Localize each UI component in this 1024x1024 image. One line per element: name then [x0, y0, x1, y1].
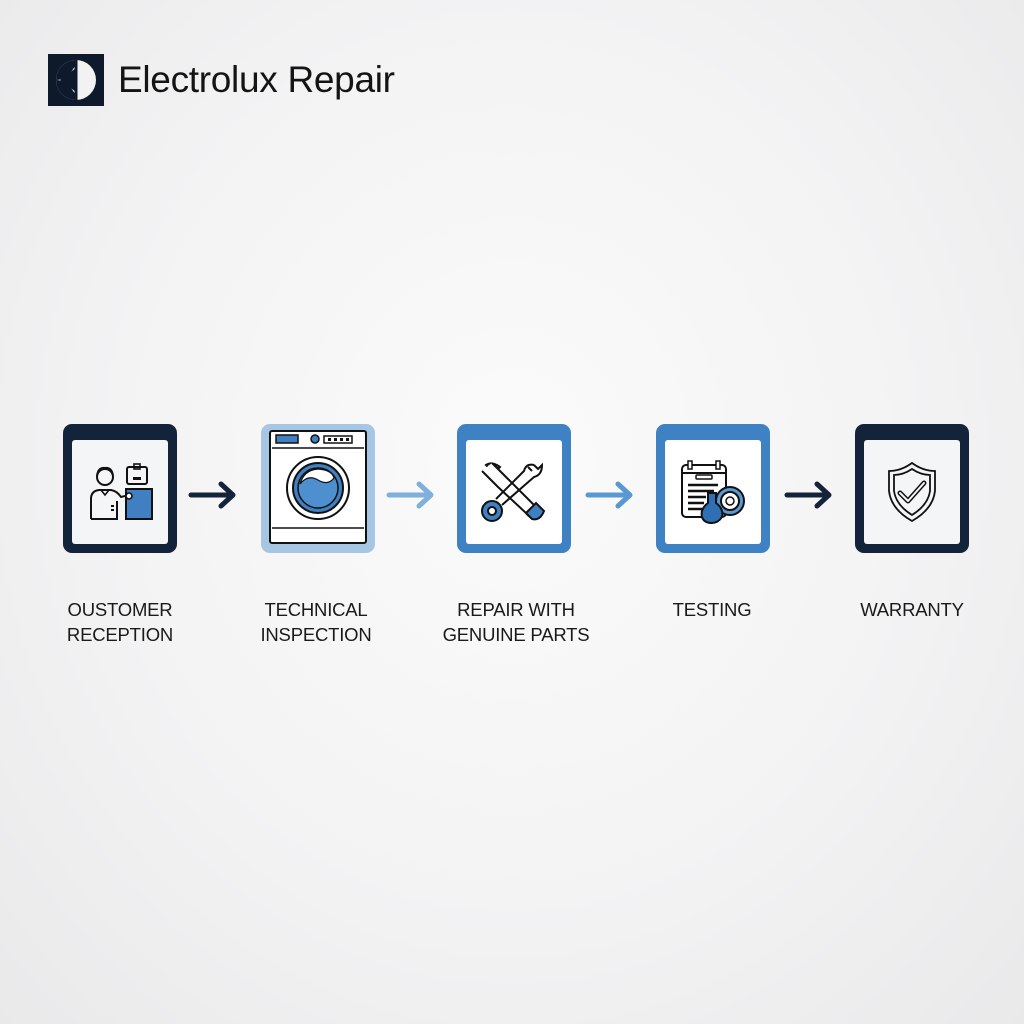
label-line: WARRANTY — [860, 599, 964, 620]
customer-service-icon — [90, 463, 153, 520]
label-line: OUSTOMER — [67, 599, 173, 620]
step-customer-reception — [63, 424, 177, 553]
arrow-right-icon — [386, 481, 434, 509]
label-line: REPAIR WITH — [457, 599, 575, 620]
washing-machine-icon — [272, 434, 364, 529]
shield-check-icon — [888, 461, 936, 523]
wrench-screwdriver-icon — [481, 462, 546, 522]
step-label-customer-reception: OUSTOMER RECEPTION — [30, 597, 210, 647]
brand-suffix: Repair — [287, 59, 395, 100]
step-repair-genuine-parts — [457, 424, 571, 553]
step-label-technical-inspection: TECHNICAL INSPECTION — [226, 597, 406, 647]
step-warranty — [855, 424, 969, 553]
test-checklist-icon — [681, 460, 745, 525]
arrow-right-icon — [585, 481, 633, 509]
step-testing — [656, 424, 770, 553]
label-line: INSPECTION — [260, 624, 372, 645]
step-label-repair-genuine-parts: REPAIR WITH GENUINE PARTS — [426, 597, 606, 647]
electrolux-logo-icon — [48, 54, 104, 106]
arrow-right-icon — [188, 481, 236, 509]
step-label-warranty: WARRANTY — [822, 597, 1002, 622]
label-line: RECEPTION — [66, 624, 174, 645]
arrow-right-icon — [784, 481, 832, 509]
step-label-testing: TESTING — [622, 597, 802, 622]
label-line: TECHNICAL — [264, 599, 368, 620]
label-line: TESTING — [672, 599, 752, 620]
label-line: GENUINE PARTS — [442, 624, 590, 645]
step-technical-inspection — [261, 424, 375, 553]
brand-name: Electrolux — [118, 59, 278, 100]
